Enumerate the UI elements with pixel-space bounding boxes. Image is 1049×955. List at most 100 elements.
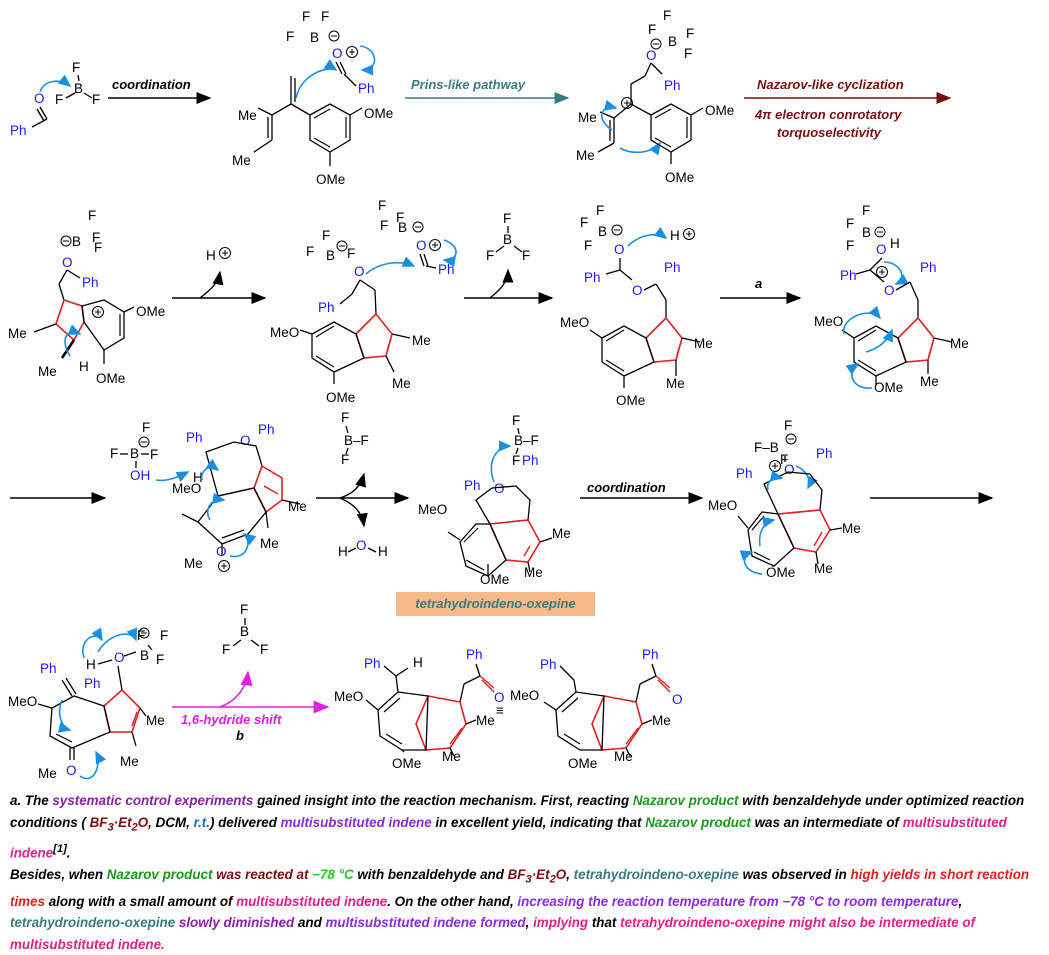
svg-text:F: F: [156, 652, 164, 667]
svg-text:H: H: [193, 470, 203, 485]
svg-text:B: B: [668, 34, 677, 49]
svg-text:F: F: [341, 452, 349, 467]
svg-text:Me: Me: [120, 754, 139, 769]
svg-text:F: F: [784, 418, 792, 433]
svg-text:F: F: [240, 602, 248, 617]
svg-text:Me: Me: [476, 713, 495, 728]
coordination-label: coordination: [112, 77, 191, 92]
svg-text:Me: Me: [576, 148, 595, 163]
svg-text:F: F: [512, 413, 520, 428]
svg-text:B: B: [598, 224, 607, 239]
svg-text:O: O: [332, 46, 343, 61]
svg-text:F: F: [321, 9, 329, 24]
nazarov-sub1: 4π electron conrotatory: [754, 107, 902, 122]
svg-text:Ph: Ph: [186, 430, 203, 445]
benzaldehyde-bf3: O Ph F B F F: [10, 60, 100, 138]
svg-text:Ph: Ph: [664, 260, 681, 275]
svg-text:B–F: B–F: [344, 433, 369, 448]
svg-text:F: F: [846, 216, 854, 231]
svg-text:F: F: [150, 447, 158, 462]
svg-text:O: O: [494, 690, 505, 705]
svg-text:O: O: [356, 538, 367, 553]
svg-text:F: F: [306, 244, 314, 259]
svg-text:H: H: [413, 655, 423, 670]
svg-text:OMe: OMe: [136, 304, 165, 319]
svg-text:H: H: [206, 248, 216, 263]
nazarov-sub2: torquoselectivity: [777, 125, 882, 140]
oxepine-bf3: F B–F F O Ph Ph Me Me MeO OMe: [418, 413, 571, 587]
svg-text:O: O: [494, 481, 505, 496]
svg-text:Me: Me: [38, 364, 57, 379]
svg-text:Me: Me: [146, 713, 165, 728]
svg-text:OMe: OMe: [665, 170, 694, 185]
svg-text:Me: Me: [524, 565, 543, 580]
svg-text:F: F: [222, 642, 230, 657]
svg-text:O: O: [416, 238, 427, 253]
svg-text:O: O: [354, 264, 365, 279]
svg-text:Ph: Ph: [258, 422, 275, 437]
svg-text:F: F: [396, 210, 404, 225]
svg-text:F: F: [142, 420, 150, 435]
svg-text:F: F: [663, 8, 671, 23]
atom-b: B: [74, 81, 83, 96]
svg-text:OMe: OMe: [705, 103, 734, 118]
svg-text:F: F: [512, 453, 520, 468]
hydride-shift-label: 1,6-hydride shift: [181, 712, 282, 727]
svg-text:MeO: MeO: [172, 481, 201, 496]
svg-text:O: O: [614, 242, 625, 257]
quinone-methide-intermediate: F F B F O H Ph Ph Me Me MeO O Me: [8, 627, 168, 780]
equivalence-sign: ≡: [496, 703, 504, 718]
svg-text:F: F: [686, 26, 694, 41]
svg-text:Me: Me: [184, 556, 203, 571]
svg-text:O: O: [62, 255, 73, 270]
svg-text:F: F: [137, 628, 145, 643]
svg-text:Ph: Ph: [642, 647, 659, 662]
indene-product-b: Ph Ph O Me Me MeO OMe: [510, 647, 683, 771]
svg-text:O: O: [216, 544, 227, 559]
svg-text:F: F: [302, 9, 310, 24]
svg-text:Me: Me: [8, 326, 27, 341]
atom-f: F: [72, 60, 80, 75]
svg-text:B: B: [72, 234, 81, 249]
prins-intermediate: F F F B F O Ph Me Me OMe OMe: [576, 8, 734, 185]
svg-text:OMe: OMe: [616, 393, 645, 408]
svg-text:B: B: [326, 248, 335, 263]
svg-text:OMe: OMe: [96, 371, 125, 386]
atom-f: F: [92, 92, 100, 107]
svg-text:Ph: Ph: [82, 275, 99, 290]
svg-text:OH: OH: [130, 468, 150, 483]
svg-text:O: O: [114, 650, 125, 665]
svg-text:H: H: [890, 236, 900, 251]
svg-text:Ph: Ph: [318, 300, 335, 315]
svg-text:Me: Me: [38, 766, 57, 780]
svg-text:F: F: [380, 218, 388, 233]
svg-text:OMe: OMe: [392, 756, 421, 771]
svg-text:MeO: MeO: [418, 502, 447, 517]
coordinated-oxepine: F F–B F O Ph Ph Me Me MeO OMe: [708, 418, 861, 580]
cyclized-cation: F F B F OH H O Ph Ph Me Me MeO O Me: [110, 420, 307, 572]
svg-text:H: H: [79, 359, 89, 374]
svg-text:OMe: OMe: [480, 572, 509, 587]
svg-text:Ph: Ph: [540, 657, 557, 672]
svg-text:Ph: Ph: [364, 656, 381, 671]
svg-text:B–F: B–F: [514, 433, 539, 448]
svg-text:F: F: [378, 198, 386, 213]
reaction-scheme: O Ph F B F F coordination F F F B O Ph: [8, 8, 994, 780]
svg-text:F: F: [347, 246, 355, 261]
svg-text:H: H: [670, 228, 680, 243]
svg-text:H: H: [378, 544, 388, 559]
svg-text:O: O: [672, 692, 683, 707]
svg-text:Me: Me: [652, 713, 671, 728]
svg-text:F: F: [110, 446, 118, 461]
svg-text:OMe: OMe: [766, 565, 795, 580]
svg-text:Ph: Ph: [840, 268, 857, 283]
nazarov-cation: F B F F O Ph Me Me H OMe OMe: [8, 208, 165, 386]
step-b-label: b: [236, 728, 244, 743]
svg-text:O: O: [784, 462, 795, 477]
svg-text:Me: Me: [666, 376, 685, 391]
svg-text:Me: Me: [814, 561, 833, 576]
svg-text:MeO: MeO: [708, 498, 737, 513]
svg-text:O: O: [66, 763, 77, 778]
svg-text:F: F: [160, 628, 168, 643]
svg-text:OMe: OMe: [364, 106, 393, 121]
